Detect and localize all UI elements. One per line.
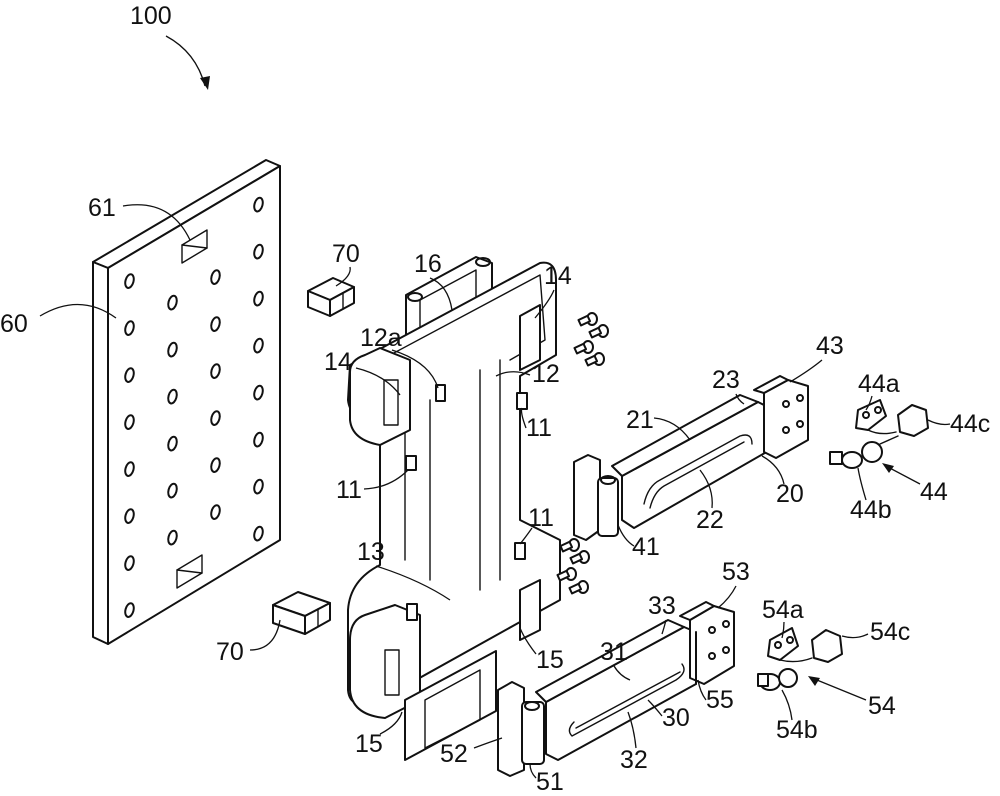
label-53: 53	[722, 558, 750, 586]
label-100: 100	[130, 2, 172, 30]
screws-upper	[574, 313, 608, 365]
label-54: 54	[868, 692, 896, 720]
label-70-top: 70	[332, 240, 360, 268]
label-60: 60	[0, 310, 28, 338]
label-15-left: 15	[355, 730, 383, 758]
label-44b: 44b	[850, 496, 892, 524]
block-43	[764, 380, 808, 458]
label-11-right-upper: 11	[526, 414, 552, 442]
upper-arm-20	[574, 376, 808, 540]
part-54c	[812, 630, 842, 662]
label-33: 33	[648, 592, 676, 620]
label-23: 23	[712, 366, 740, 394]
label-31: 31	[600, 638, 628, 666]
block-70-bottom: 70	[216, 592, 330, 666]
part-44b	[842, 452, 862, 468]
label-16: 16	[414, 250, 442, 278]
label-11-left: 11	[336, 476, 362, 504]
plate-side-face	[93, 262, 108, 644]
screw	[589, 325, 608, 337]
tab-11-right-upper	[517, 393, 527, 409]
block-70-top: 70	[308, 240, 360, 316]
label-44c: 44c	[950, 410, 990, 438]
hinge-base-51	[498, 682, 524, 776]
label-22: 22	[696, 506, 724, 534]
label-14-right: 14	[544, 262, 572, 290]
screw	[560, 539, 579, 551]
label-61: 61	[88, 194, 116, 222]
assembly-callout: 100	[130, 2, 210, 90]
hinge-barrel-51	[522, 702, 544, 764]
label-30: 30	[662, 704, 690, 732]
arrowhead-100	[200, 76, 210, 90]
label-20: 20	[776, 480, 804, 508]
label-12a: 12a	[360, 324, 402, 352]
screw	[574, 341, 593, 353]
label-12: 12	[532, 360, 560, 388]
label-15-right: 15	[536, 646, 564, 674]
hinge-module-44	[830, 400, 928, 468]
tab-11-lower-left	[407, 604, 417, 620]
label-54b: 54b	[776, 716, 818, 744]
label-11-right-lower: 11	[528, 504, 554, 532]
label-41: 41	[632, 533, 660, 561]
label-21: 21	[626, 406, 654, 434]
tab-15-right	[520, 580, 540, 640]
leader-100	[166, 36, 205, 86]
screw	[569, 581, 588, 593]
part-44c	[898, 405, 928, 436]
label-43: 43	[816, 332, 844, 360]
label-44a: 44a	[858, 370, 900, 398]
tab-11-right-lower	[515, 543, 525, 559]
part-44a	[856, 400, 886, 430]
hinge-barrel-41	[598, 478, 618, 536]
label-32: 32	[620, 746, 648, 774]
label-14-left: 14	[324, 348, 352, 376]
tab-11-left	[406, 456, 416, 470]
label-51: 51	[536, 768, 564, 796]
hinge-module-54	[758, 628, 842, 690]
screw	[570, 551, 589, 563]
label-52: 52	[440, 740, 468, 768]
label-13: 13	[357, 538, 385, 566]
lobe-14-left	[350, 348, 410, 445]
screw	[578, 313, 597, 325]
label-54a: 54a	[762, 596, 804, 624]
label-54c: 54c	[870, 618, 910, 646]
screw	[585, 353, 604, 365]
label-70-bottom: 70	[216, 638, 244, 666]
label-44: 44	[920, 478, 948, 506]
screws-lower	[557, 539, 589, 593]
hinge-base-41	[574, 455, 600, 540]
label-55: 55	[706, 686, 734, 714]
